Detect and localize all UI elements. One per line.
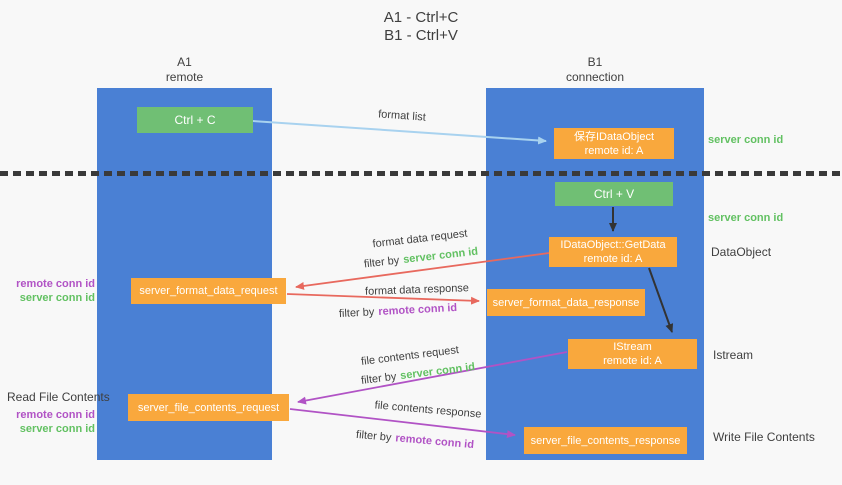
lifeline-b1-role: connection xyxy=(565,70,625,84)
title-line-1: A1 - Ctrl+C xyxy=(383,9,459,26)
istream-line1: IStream xyxy=(613,341,652,353)
remote-conn-id-text: remote conn id xyxy=(378,301,458,319)
ctrl-v-label: Ctrl + V xyxy=(593,187,635,201)
lifeline-header-b1: B1 connection xyxy=(486,55,704,85)
dataobject-label: DataObject xyxy=(711,245,772,259)
getdata-line1: IDataObject::GetData xyxy=(560,239,666,251)
format-list-label: format list xyxy=(377,108,427,124)
node-idataobject-getdata: IDataObject::GetData remote id: A xyxy=(549,237,677,267)
istream-label: Istream xyxy=(713,348,754,362)
filter-by-text: filter by xyxy=(355,428,392,444)
write-file-contents-label: Write File Contents xyxy=(713,430,815,444)
node-save-idataobject: 保存IDataObject remote id: A xyxy=(554,128,674,159)
format-request-label: server_format_data_request xyxy=(139,285,278,297)
lifeline-a1-name: A1 xyxy=(177,55,192,69)
file-request-label: server_file_contents_request xyxy=(137,401,280,414)
format-data-request-label: format data request xyxy=(371,227,469,251)
format-data-response-label: format data response xyxy=(364,282,470,298)
lifeline-b1-name: B1 xyxy=(587,55,603,69)
node-ctrl-v: Ctrl + V xyxy=(555,182,673,206)
node-server-file-contents-request: server_file_contents_request xyxy=(128,394,289,421)
left-conn-id-labels-top: remote conn id server conn id xyxy=(0,277,95,305)
file-contents-response-label: file contents response xyxy=(374,399,482,421)
server-conn-id-text: server conn id xyxy=(708,212,784,224)
node-ctrl-c: Ctrl + C xyxy=(137,107,253,133)
node-server-file-contents-response: server_file_contents_response xyxy=(524,427,687,454)
server-conn-id-side-label: server conn id xyxy=(19,292,95,304)
remote-conn-id-side-label: remote conn id xyxy=(16,278,95,290)
format-response-label: server_format_data_response xyxy=(492,296,640,309)
lifeline-a1-role: remote xyxy=(165,70,204,84)
node-server-format-data-request: server_format_data_request xyxy=(131,278,286,304)
read-file-contents-label: Read File Contents xyxy=(7,390,110,404)
copy-paste-phase-divider xyxy=(0,171,842,176)
filter-by-text: filter by xyxy=(363,254,400,271)
remote-conn-id-text: remote conn id xyxy=(394,432,475,452)
filter-by-text: filter by xyxy=(360,370,398,387)
lifeline-header-a1: A1 remote xyxy=(97,55,272,85)
istream-line2: remote id: A xyxy=(603,355,662,367)
node-istream: IStream remote id: A xyxy=(568,339,697,369)
node-server-format-data-response: server_format_data_response xyxy=(487,289,645,316)
right-server-conn-id-label-1: server conn id xyxy=(708,133,783,147)
file-response-label: server_file_contents_response xyxy=(530,434,681,447)
server-conn-id-side-label: server conn id xyxy=(19,423,95,435)
filter-by-text: filter by xyxy=(338,306,375,321)
ctrl-c-label: Ctrl + C xyxy=(174,113,216,127)
left-conn-id-labels-bottom: remote conn id server conn id xyxy=(0,408,95,436)
title-line-2: B1 - Ctrl+V xyxy=(384,27,458,44)
server-conn-id-text: server conn id xyxy=(402,245,479,266)
getdata-line2: remote id: A xyxy=(583,253,643,265)
server-conn-id-text: server conn id xyxy=(399,361,476,383)
server-conn-id-text: server conn id xyxy=(708,134,784,146)
diagram-title: A1 - Ctrl+C B1 - Ctrl+V xyxy=(0,9,842,45)
right-server-conn-id-label-2: server conn id xyxy=(708,211,783,225)
save-idataobject-line1: 保存IDataObject xyxy=(573,130,655,143)
remote-conn-id-side-label: remote conn id xyxy=(16,409,95,421)
save-idataobject-line2: remote id: A xyxy=(584,144,644,157)
